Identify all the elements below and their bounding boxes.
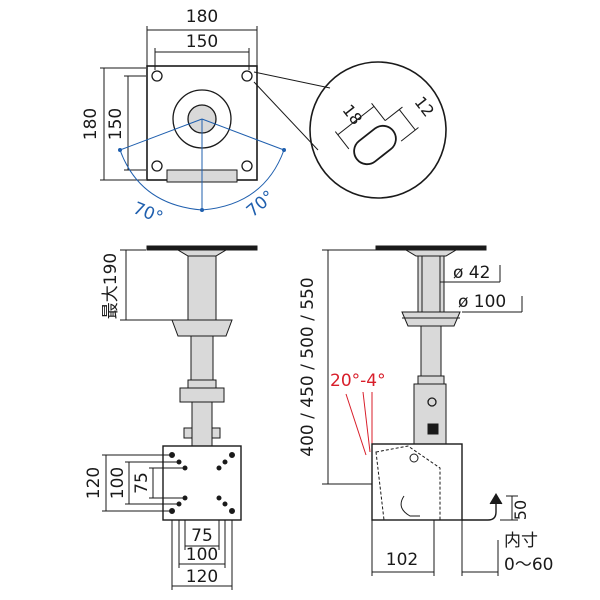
vesa-v-label-75: 75 <box>132 472 152 494</box>
zoom-leader-top <box>253 71 331 89</box>
vesa-h-label-100: 100 <box>186 545 218 565</box>
front-upper-pole <box>187 255 217 321</box>
angle-label-right: 70° <box>243 187 279 222</box>
zoom-leader-bottom <box>253 81 319 151</box>
dim-label-180-left: 180 <box>81 108 101 140</box>
slot-dim-18: 18 <box>339 101 367 129</box>
slot-dim-12: 12 <box>411 93 439 121</box>
inner-range-label: 0〜60 <box>504 555 553 575</box>
side-ceiling-plate <box>375 245 487 251</box>
angle-label-left: 70° <box>130 198 165 228</box>
top-view <box>100 26 447 212</box>
mount-hole-bl <box>151 160 163 172</box>
vesa-v-label-120: 120 <box>84 467 104 499</box>
rotation-arc-guides <box>119 118 285 211</box>
front-lower-pole <box>190 335 214 381</box>
detail-circle <box>309 61 447 199</box>
dim-label-180-top: 180 <box>186 7 218 27</box>
slot-detail <box>334 102 419 166</box>
depth-label: 102 <box>386 550 418 570</box>
height-range-label: 400 / 450 / 500 / 550 <box>298 277 318 456</box>
max-length-label: 最大190 <box>101 253 121 319</box>
mount-hole-tl <box>151 70 163 82</box>
clamp-height-label: 50 <box>511 500 530 520</box>
vesa-h-label-75: 75 <box>191 526 213 546</box>
tilt-angle-label: 20°-4° <box>330 371 386 391</box>
side-lower-pole <box>420 325 442 377</box>
side-collar <box>401 311 461 327</box>
side-clamp <box>462 498 497 521</box>
dim-label-150-top: 150 <box>186 32 218 52</box>
front-ceiling-plate <box>146 245 258 251</box>
mount-hole-br <box>241 160 253 172</box>
dim-label-150-left: 150 <box>106 108 126 140</box>
front-view <box>102 245 258 590</box>
mount-hole-tr <box>241 70 253 82</box>
diameter-outer-label: ø 100 <box>458 292 506 312</box>
front-collar <box>171 319 233 337</box>
side-view <box>322 245 523 576</box>
vesa-v-label-100: 100 <box>108 467 128 499</box>
inner-size-label: 内寸 <box>504 531 538 551</box>
tilt-guides <box>345 391 373 456</box>
front-vesa-plate <box>162 445 242 521</box>
diameter-inner-label: ø 42 <box>453 263 490 283</box>
vesa-h-label-120: 120 <box>186 567 218 587</box>
